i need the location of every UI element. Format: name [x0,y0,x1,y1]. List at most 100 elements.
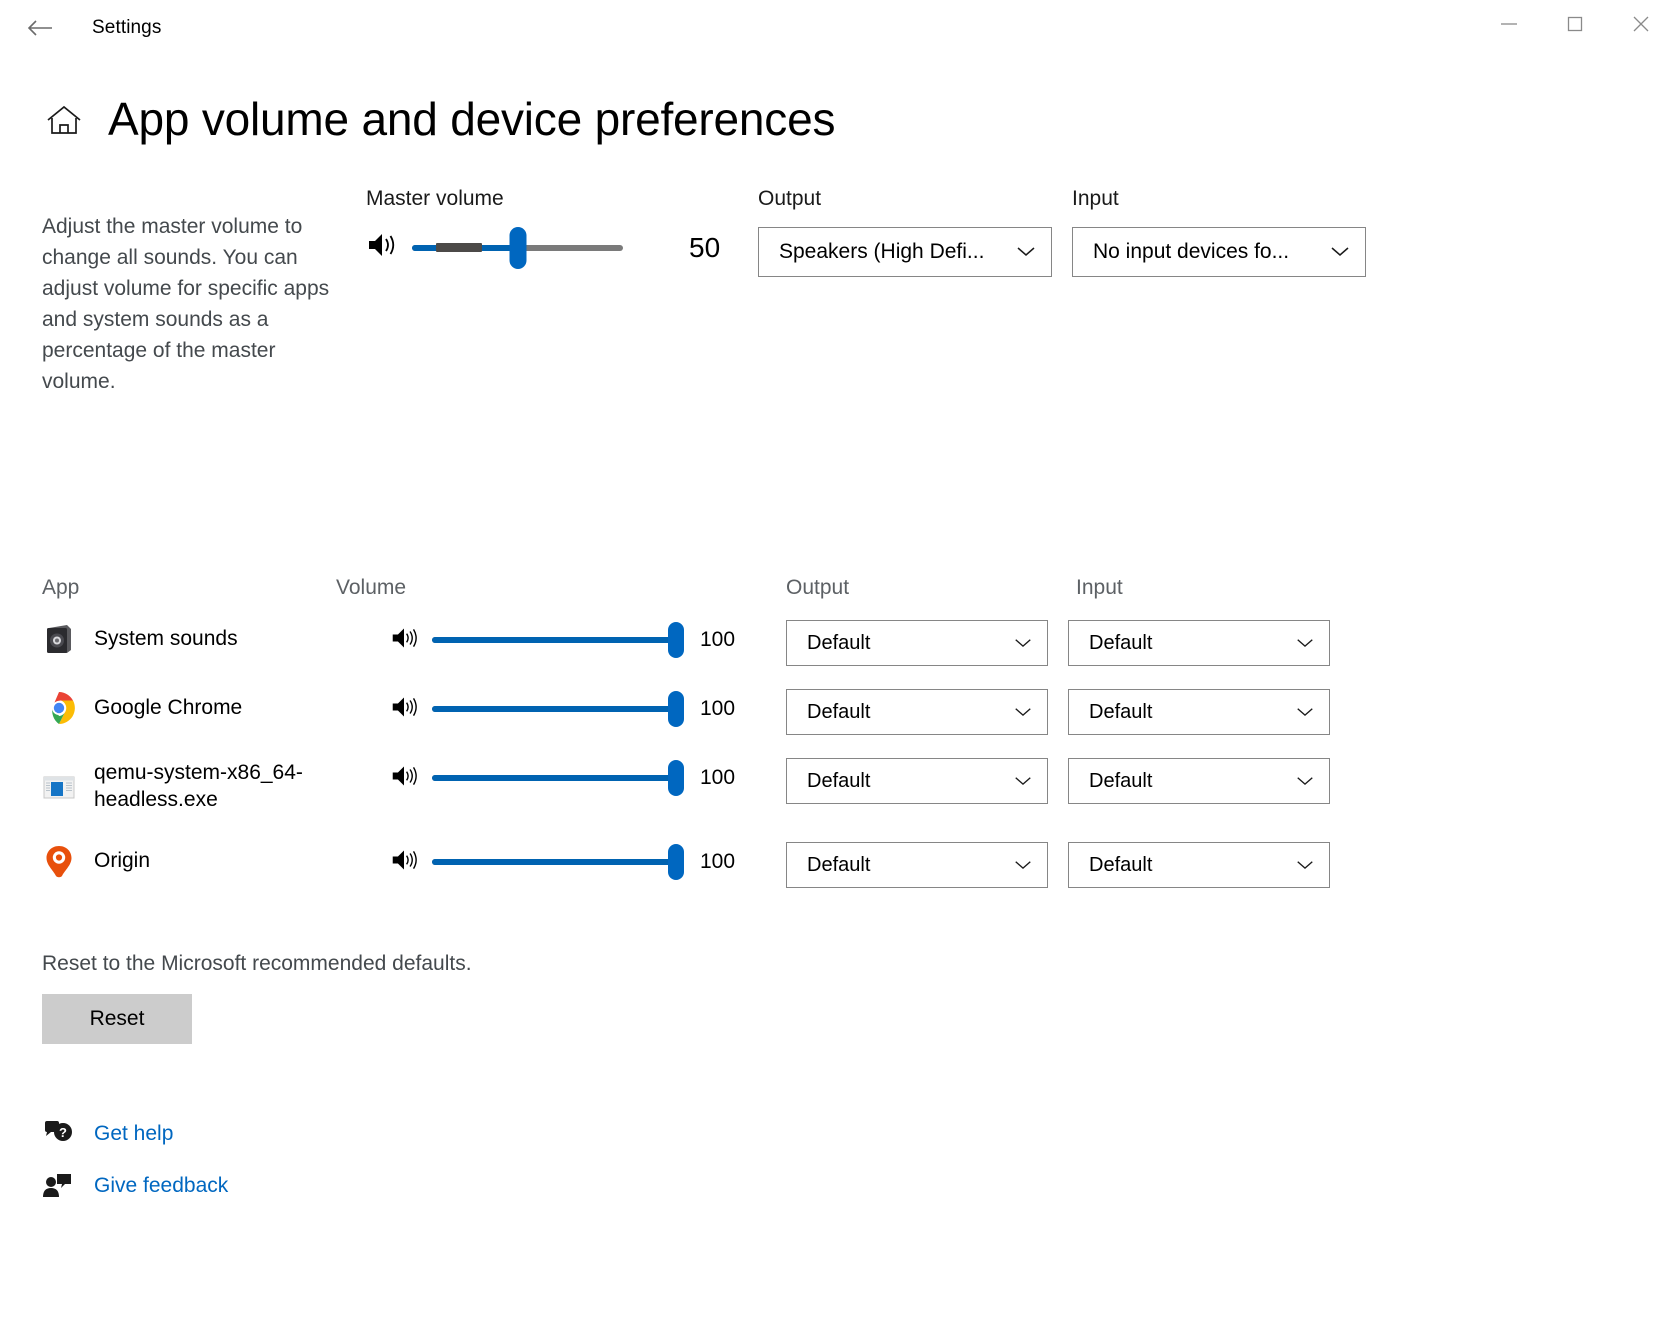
app-input-value: Default [1089,769,1153,792]
slider-thumb[interactable] [509,226,526,269]
speaker-icon [390,694,418,725]
google-chrome-icon [42,691,76,725]
app-name-label: System sounds [94,626,238,650]
speaker-icon [390,763,418,794]
slider-thumb[interactable] [668,622,684,658]
give-feedback-label: Give feedback [94,1174,229,1197]
app-output-cell: Default [786,842,1048,888]
table-row: Google Chrome 100 Default Default [0,685,1674,754]
master-volume-slider[interactable] [412,226,623,269]
app-output-value: Default [807,853,871,876]
app-name-cell: qemu-system-x86_64-headless.exe [42,760,342,814]
reset-button[interactable]: Reset [42,994,192,1044]
page-header: App volume and device preferences [0,94,1674,145]
slider-thumb[interactable] [668,691,684,727]
app-input-dropdown[interactable]: Default [1068,842,1330,888]
slider-thumb[interactable] [668,844,684,880]
master-volume-label: Master volume [366,186,504,210]
slider-fill [432,637,676,643]
column-header-output: Output [786,576,850,599]
maximize-button[interactable] [1542,0,1608,48]
chevron-down-icon [1295,632,1315,655]
app-input-value: Default [1089,853,1153,876]
app-volume-value: 100 [700,766,736,789]
column-header-input: Input [1076,576,1123,599]
app-input-dropdown[interactable]: Default [1068,689,1330,735]
reset-description: Reset to the Microsoft recommended defau… [42,952,472,975]
chevron-down-icon [1295,701,1315,724]
app-volume-cell: 100 [390,689,744,729]
svg-text:?: ? [59,1125,67,1140]
app-volume-value: 100 [700,850,736,873]
app-volume-slider[interactable] [432,620,684,660]
app-volume-table: App Volume Output Input System sounds 100… [0,576,1674,907]
master-input-dropdown[interactable]: No input devices fo... [1072,226,1366,277]
app-output-dropdown[interactable]: Default [786,620,1048,666]
minimize-button[interactable] [1476,0,1542,48]
app-input-dropdown[interactable]: Default [1068,620,1330,666]
app-output-cell: Default [786,620,1048,666]
app-name-cell: Google Chrome [42,691,342,725]
app-output-dropdown[interactable]: Default [786,689,1048,735]
app-input-cell: Default [1068,758,1330,804]
master-output-block: Output Speakers (High Defi... [758,187,1052,277]
give-feedback-link[interactable]: Give feedback [40,1160,228,1212]
master-volume-block: Master volume 50 [366,187,726,269]
back-arrow-icon [27,19,53,37]
master-description: Adjust the master volume to change all s… [42,214,330,393]
speaker-icon [390,625,418,656]
chevron-down-icon [1295,770,1315,793]
app-input-dropdown[interactable]: Default [1068,758,1330,804]
title-bar: Settings [0,0,1674,56]
window-title: Settings [92,17,162,38]
slider-fill [432,775,676,781]
qemu-window-icon [42,770,76,804]
app-volume-slider[interactable] [432,689,684,729]
table-row: qemu-system-x86_64-headless.exe 100 Defaul… [0,754,1674,838]
master-output-label: Output [758,186,822,210]
slider-thumb[interactable] [668,760,684,796]
app-volume-slider[interactable] [432,758,684,798]
close-button[interactable] [1608,0,1674,48]
home-icon[interactable] [44,102,84,143]
master-volume-section: Adjust the master volume to change all s… [0,187,1674,417]
app-output-value: Default [807,631,871,654]
system-sounds-icon [42,622,76,656]
app-input-value: Default [1089,631,1153,654]
app-input-cell: Default [1068,842,1330,888]
master-output-dropdown[interactable]: Speakers (High Defi... [758,226,1052,277]
get-help-icon: ? [40,1119,76,1149]
table-column-headers: App Volume Output Input [0,576,1674,616]
master-volume-value: 50 [689,231,721,263]
app-name-label: Google Chrome [94,695,243,719]
master-output-value: Speakers (High Defi... [779,239,985,263]
app-volume-value: 100 [700,628,736,651]
app-volume-slider[interactable] [432,842,684,882]
chevron-down-icon [1295,854,1315,877]
slider-fill [432,859,676,865]
back-button[interactable] [14,8,66,48]
chevron-down-icon [1013,770,1033,793]
app-output-cell: Default [786,758,1048,804]
chevron-down-icon [1013,632,1033,655]
get-help-label: Get help [94,1122,174,1145]
speaker-icon [390,847,418,878]
app-output-value: Default [807,769,871,792]
peak-meter-indicator [436,242,482,252]
give-feedback-icon [40,1171,76,1201]
chevron-down-icon [1329,240,1351,264]
app-output-dropdown[interactable]: Default [786,842,1048,888]
window-controls [1476,0,1674,48]
app-output-dropdown[interactable]: Default [786,758,1048,804]
app-volume-value: 100 [700,697,736,720]
column-header-volume: Volume [336,576,407,599]
close-icon [1630,13,1652,35]
master-input-label: Input [1072,186,1119,210]
table-row: System sounds 100 Default Default [0,616,1674,685]
app-name-cell: System sounds [42,622,342,656]
master-input-block: Input No input devices fo... [1072,187,1366,277]
get-help-link[interactable]: ? Get help [40,1108,228,1160]
chevron-down-icon [1013,701,1033,724]
page-title: App volume and device preferences [108,93,836,145]
